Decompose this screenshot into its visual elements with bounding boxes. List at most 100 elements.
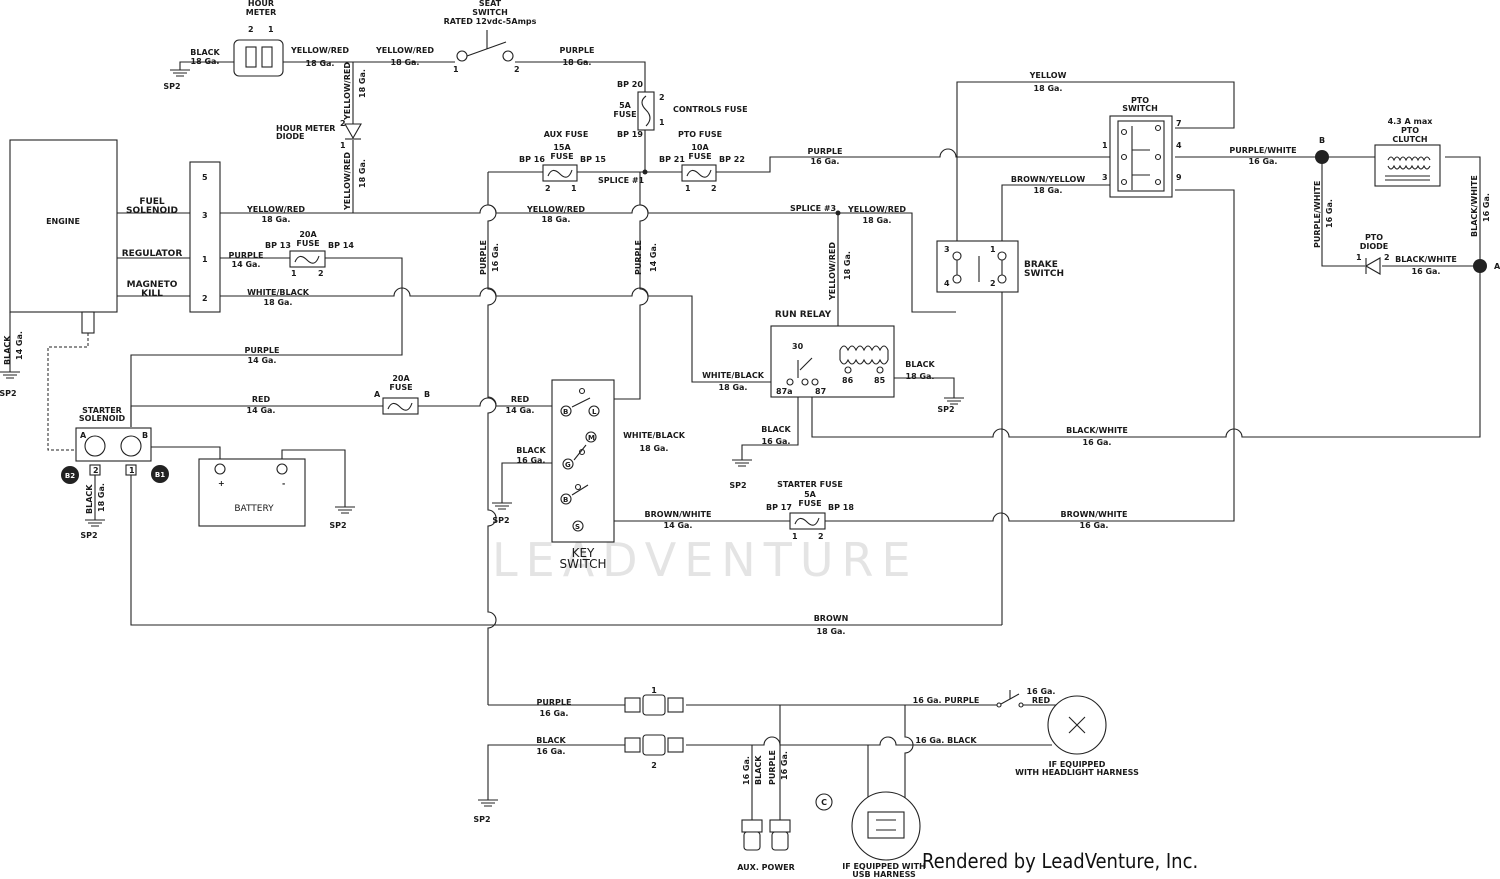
svg-text:BP 16: BP 16 xyxy=(519,155,545,164)
svg-text:18 Ga.: 18 Ga. xyxy=(719,383,748,392)
svg-text:B: B xyxy=(424,390,430,399)
svg-text:BROWN/YELLOW: BROWN/YELLOW xyxy=(1011,175,1085,184)
controls-fuse: CONTROLS FUSE 5A FUSE BP 20 BP 19 2 1 xyxy=(613,80,747,139)
svg-text:16 Ga.: 16 Ga. xyxy=(1027,687,1056,696)
svg-text:L: L xyxy=(592,408,597,416)
svg-text:SP2: SP2 xyxy=(937,405,954,414)
svg-text:2: 2 xyxy=(990,279,996,288)
ground-icon xyxy=(0,371,20,379)
svg-text:USB HARNESS: USB HARNESS xyxy=(852,870,916,879)
svg-text:DIODE: DIODE xyxy=(1360,242,1389,251)
svg-text:SP2: SP2 xyxy=(473,815,490,824)
svg-text:B1: B1 xyxy=(155,471,165,479)
svg-text:SWITCH: SWITCH xyxy=(559,557,606,571)
svg-text:B: B xyxy=(1319,136,1325,145)
svg-text:DIODE: DIODE xyxy=(276,132,305,141)
svg-text:SWITCH: SWITCH xyxy=(1024,269,1064,279)
svg-text:14 Ga.: 14 Ga. xyxy=(232,260,261,269)
svg-text:WHITE/BLACK: WHITE/BLACK xyxy=(623,431,686,440)
svg-text:SP2: SP2 xyxy=(80,531,97,540)
svg-text:3: 3 xyxy=(1102,173,1108,182)
svg-text:FUSE: FUSE xyxy=(688,152,711,161)
svg-text:YELLOW/RED: YELLOW/RED xyxy=(343,152,352,211)
svg-text:PURPLE: PURPLE xyxy=(768,750,777,785)
svg-text:BLACK: BLACK xyxy=(516,446,546,455)
svg-text:1: 1 xyxy=(571,184,577,193)
usb-outlet: IF EQUIPPED WITH USB HARNESS xyxy=(842,791,926,879)
svg-text:16 Ga. BLACK: 16 Ga. BLACK xyxy=(915,736,977,745)
pto-switch: PTO SWITCH 7 1 4 3 9 xyxy=(1102,96,1182,198)
svg-text:STARTER: STARTER xyxy=(82,406,122,415)
svg-text:B: B xyxy=(563,496,568,504)
svg-text:2: 2 xyxy=(651,761,657,770)
svg-text:14 Ga.: 14 Ga. xyxy=(247,406,276,415)
ground-icon xyxy=(944,397,964,405)
svg-text:18 Ga.: 18 Ga. xyxy=(542,215,571,224)
svg-text:CONTROLS FUSE: CONTROLS FUSE xyxy=(673,105,748,114)
svg-text:SP2: SP2 xyxy=(329,521,346,530)
starter-solenoid: A B 2 1 STARTER SOLENOID B2 B1 xyxy=(61,406,169,484)
svg-text:A: A xyxy=(1494,262,1500,271)
starter-fuse: STARTER FUSE 5A FUSE BP 17 BP 18 1 2 xyxy=(766,480,854,541)
headlight-switch xyxy=(996,690,1024,708)
svg-text:87: 87 xyxy=(815,387,826,396)
svg-text:MAGNETO: MAGNETO xyxy=(127,280,178,290)
svg-text:3: 3 xyxy=(202,211,208,220)
svg-text:YELLOW/RED: YELLOW/RED xyxy=(290,46,349,55)
svg-text:1: 1 xyxy=(129,466,135,475)
svg-text:BP 19: BP 19 xyxy=(617,130,643,139)
svg-text:1: 1 xyxy=(990,245,996,254)
svg-text:AUX. POWER: AUX. POWER xyxy=(737,863,795,872)
harness-connector-2: 2 xyxy=(624,734,684,770)
svg-text:-: - xyxy=(282,479,285,488)
svg-text:18 Ga.: 18 Ga. xyxy=(97,483,106,512)
engine-connector: 5 3 1 2 xyxy=(189,161,221,313)
svg-text:BLACK: BLACK xyxy=(905,360,935,369)
svg-text:BLACK/WHITE: BLACK/WHITE xyxy=(1066,426,1128,435)
svg-text:1: 1 xyxy=(340,141,346,150)
svg-text:16 Ga.: 16 Ga. xyxy=(540,709,569,718)
svg-text:SPLICE #1: SPLICE #1 xyxy=(598,176,645,185)
svg-text:YELLOW/RED: YELLOW/RED xyxy=(246,205,305,214)
svg-text:18 Ga.: 18 Ga. xyxy=(358,159,367,188)
svg-text:18 Ga.: 18 Ga. xyxy=(264,298,293,307)
svg-text:BP 15: BP 15 xyxy=(580,155,606,164)
svg-text:BLACK: BLACK xyxy=(3,335,12,365)
svg-text:B: B xyxy=(563,408,568,416)
svg-text:4: 4 xyxy=(944,279,950,288)
svg-text:FUSE: FUSE xyxy=(613,110,636,119)
svg-text:SP2: SP2 xyxy=(0,389,17,398)
svg-text:1: 1 xyxy=(268,25,274,34)
svg-text:16 Ga.: 16 Ga. xyxy=(1482,193,1491,222)
svg-text:2: 2 xyxy=(1384,253,1390,262)
svg-text:18 Ga.: 18 Ga. xyxy=(906,372,935,381)
svg-text:2: 2 xyxy=(545,184,551,193)
svg-text:18 Ga.: 18 Ga. xyxy=(191,57,220,66)
svg-text:2: 2 xyxy=(514,65,520,74)
svg-text:PURPLE/WHITE: PURPLE/WHITE xyxy=(1229,146,1296,155)
svg-text:14 Ga.: 14 Ga. xyxy=(506,406,535,415)
svg-text:16 Ga.: 16 Ga. xyxy=(1249,157,1278,166)
svg-text:FUSE: FUSE xyxy=(798,499,821,508)
svg-text:PTO FUSE: PTO FUSE xyxy=(678,130,722,139)
svg-text:SWITCH: SWITCH xyxy=(1122,104,1158,113)
svg-text:RED: RED xyxy=(511,395,530,404)
svg-text:85: 85 xyxy=(874,376,886,385)
svg-text:YELLOW/RED: YELLOW/RED xyxy=(343,62,352,121)
svg-text:3: 3 xyxy=(944,245,950,254)
svg-text:1: 1 xyxy=(659,118,665,127)
svg-text:1: 1 xyxy=(685,184,691,193)
svg-text:2: 2 xyxy=(248,25,254,34)
svg-text:30: 30 xyxy=(792,342,804,351)
svg-text:14 Ga.: 14 Ga. xyxy=(248,356,277,365)
svg-text:18 Ga.: 18 Ga. xyxy=(1034,84,1063,93)
svg-text:S: S xyxy=(575,523,580,531)
svg-text:16 Ga.: 16 Ga. xyxy=(762,437,791,446)
svg-text:HOUR METER: HOUR METER xyxy=(276,124,335,133)
svg-text:18 Ga.: 18 Ga. xyxy=(358,69,367,98)
splice-3: SPLICE #3 xyxy=(790,204,841,216)
ground-icon xyxy=(492,502,512,510)
svg-text:14 Ga.: 14 Ga. xyxy=(15,331,24,360)
circle-c-marker: C xyxy=(815,793,833,811)
svg-text:86: 86 xyxy=(842,376,854,385)
